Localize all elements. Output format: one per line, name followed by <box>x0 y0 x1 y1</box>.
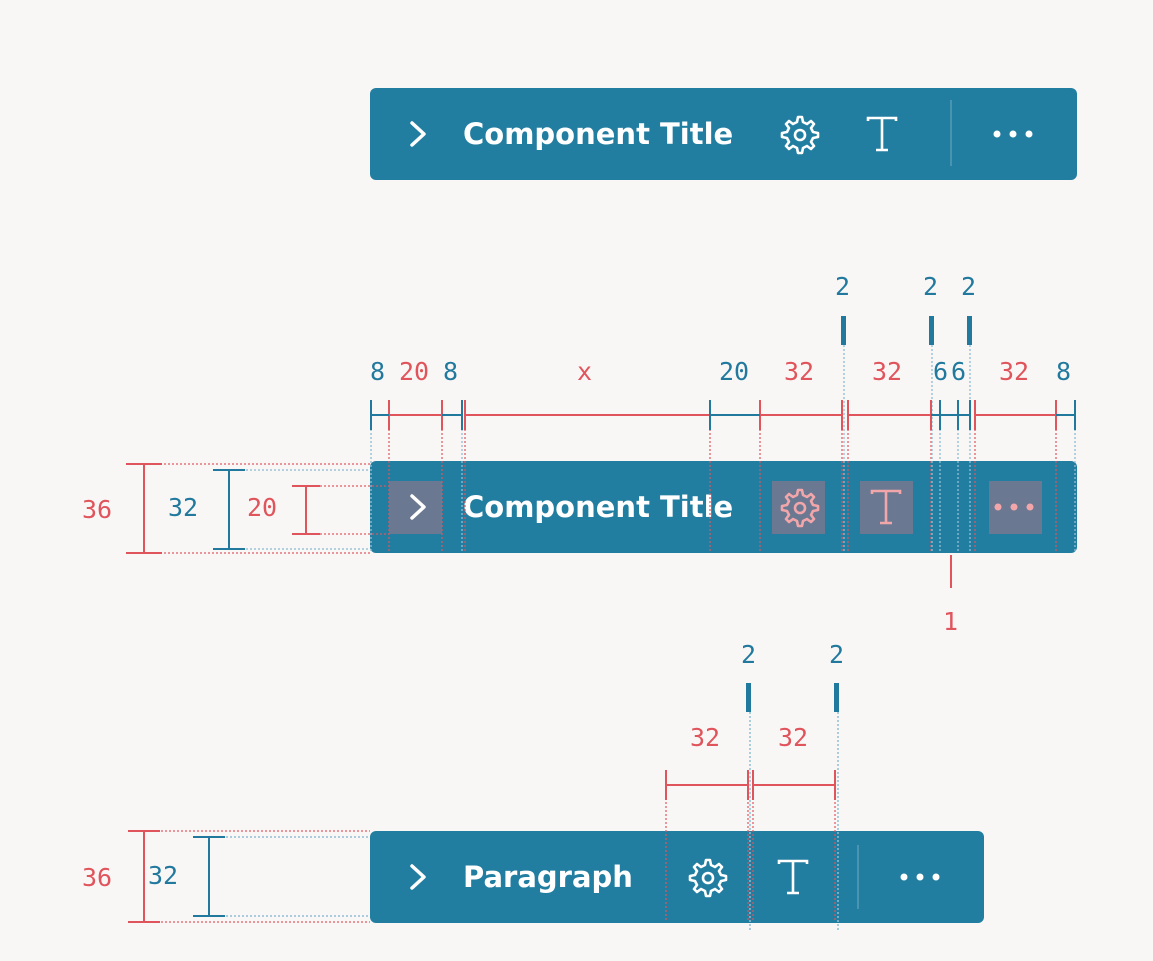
height-label: 32 <box>148 861 178 890</box>
toolbar-paragraph <box>370 831 984 923</box>
gear-icon[interactable] <box>778 113 822 157</box>
dim-label: 8 <box>370 357 385 386</box>
chevron-highlight <box>389 481 442 534</box>
chevron-right-icon[interactable] <box>404 859 432 895</box>
component-title: Component Title <box>463 490 734 524</box>
height-label: 20 <box>247 493 277 522</box>
text-format-icon[interactable] <box>862 113 902 155</box>
chevron-right-icon[interactable] <box>404 116 432 152</box>
paragraph-title: Paragraph <box>463 860 633 894</box>
more-horizontal-icon[interactable] <box>990 122 1040 146</box>
dim-label: 32 <box>999 357 1029 386</box>
dim-label: 32 <box>872 357 902 386</box>
dim-label: 6 <box>951 357 966 386</box>
dim-label: x <box>577 357 592 386</box>
gap-label: 2 <box>961 272 976 301</box>
gap-label: 2 <box>923 272 938 301</box>
component-title: Component Title <box>463 117 734 151</box>
separator-label: 1 <box>943 607 958 636</box>
dim-label: 20 <box>399 357 429 386</box>
gap-label: 2 <box>741 640 756 669</box>
gap-label: 2 <box>829 640 844 669</box>
height-label: 36 <box>82 863 112 892</box>
toolbar-divider <box>950 100 952 166</box>
height-label: 32 <box>168 493 198 522</box>
dim-label: 8 <box>443 357 458 386</box>
dim-label: 32 <box>784 357 814 386</box>
toolbar-example <box>370 88 1077 180</box>
text-format-icon[interactable] <box>866 486 906 528</box>
dim-label: 20 <box>719 357 749 386</box>
gear-icon[interactable] <box>686 856 730 900</box>
more-horizontal-icon[interactable] <box>991 495 1041 519</box>
dim-label: 6 <box>933 357 948 386</box>
height-label: 36 <box>82 495 112 524</box>
gap-label: 2 <box>835 272 850 301</box>
chevron-right-icon[interactable] <box>404 489 432 525</box>
toolbar-annotated <box>370 461 1077 553</box>
toolbar-divider <box>857 845 859 909</box>
dim-label: 32 <box>690 723 720 752</box>
more-horizontal-icon[interactable] <box>897 865 947 889</box>
gear-icon[interactable] <box>778 486 822 530</box>
text-format-icon[interactable] <box>773 856 813 898</box>
dim-label: 32 <box>778 723 808 752</box>
dim-label: 8 <box>1056 357 1071 386</box>
